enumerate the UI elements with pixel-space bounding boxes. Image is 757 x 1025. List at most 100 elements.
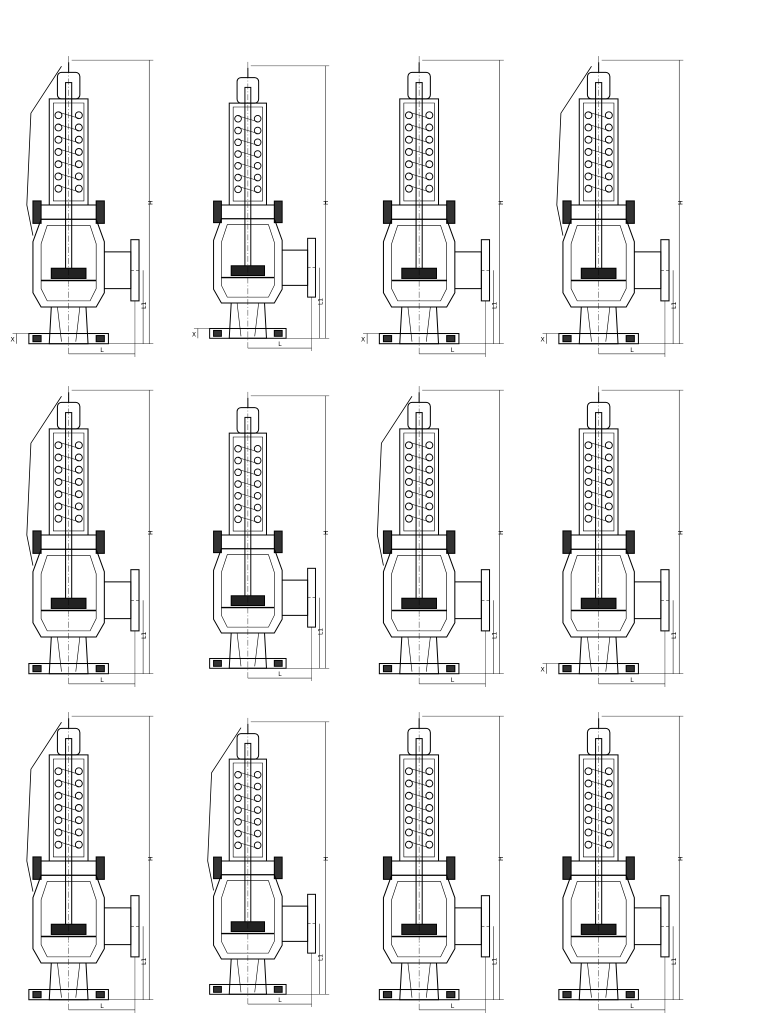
spring-coil-section [234,114,242,123]
label-l1: L1 [318,954,324,961]
label-h: H [147,856,154,861]
spring-coil-section [234,162,242,170]
spring-coil-section [405,135,413,144]
spring-coil-section [425,465,434,474]
spring-coil-section [54,123,63,132]
spring-coil-section [253,185,262,194]
spring-coil-section [234,492,242,500]
label-h: H [324,531,330,535]
outlet-branch [634,251,662,290]
spring-coil-section [253,515,262,524]
spring-coil-section [604,779,613,788]
spring-coil-section [54,453,63,462]
label-l1: L1 [141,958,148,965]
spring-coil-section [584,478,593,486]
spring-coil-section [425,804,434,812]
spring-coil-section [54,184,63,193]
valve-drawing-10: H L1 L [207,717,330,1008]
label-l1: L1 [141,632,148,639]
spring-coil-section [234,150,242,158]
spring-coil-section [584,441,593,450]
spring [54,767,83,849]
label-l: L [630,1003,634,1010]
spring-coil-section [405,490,413,499]
outlet-branch [282,579,309,616]
spring-coil-section [425,453,434,462]
label-l1: L1 [318,298,324,305]
valve-body [32,548,105,638]
spring-coil-section [74,816,83,825]
spring-coil-section [604,490,613,499]
spring-coil-section [584,172,593,181]
spring-coil-section [405,123,413,132]
valve-drawing-8: H L1 L X [541,386,684,687]
spring-coil-section [425,441,434,450]
spring-coil-section [234,503,242,512]
spring-coil-section [584,111,593,120]
valve-body [32,218,105,308]
spring-coil-section [253,114,262,123]
spring-coil-section [584,123,593,132]
spring-coil-section [74,502,83,511]
spring-coil-section [253,818,262,826]
spring-coil-section [405,172,413,181]
label-do: DO [63,285,72,291]
spring-coil-section [584,453,593,462]
spring-coil-section [234,515,242,524]
inlet-flange [209,983,287,995]
spring-coil-section [54,135,63,144]
spring [405,767,434,849]
spring [54,111,83,193]
label-l1: L1 [671,958,678,965]
spring-coil-section [604,172,613,181]
spring-coil-section [604,791,613,800]
spring-coil-section [405,804,413,812]
spring-coil-section [253,806,262,814]
spring-coil-section [54,816,63,825]
spring-coil-section [253,150,262,158]
label-l: L [451,1003,455,1010]
label-h: H [324,857,330,861]
spring-coil-section [253,480,262,488]
spring-coil-section [74,478,83,486]
label-h: H [677,856,684,861]
spring-coil-section [425,779,434,788]
label-x: X [361,337,365,344]
spring-coil-section [604,478,613,486]
spring-coil-section [584,160,593,169]
spring-coil-section [74,828,83,837]
label-l1: L1 [492,302,499,309]
label-h: H [147,530,154,535]
label-h: H [147,200,154,205]
spring-coil-section [425,135,434,144]
valve-drawing-5: H L1 L DO [26,386,154,687]
spring-coil-section [405,465,413,474]
spring-coil-section [425,478,434,486]
spring-coil-section [54,490,63,499]
spring-coil-section [74,453,83,462]
valve-drawing-12: H L1 L [558,712,684,1013]
spring-coil-section [604,441,613,450]
label-l: L [100,677,104,684]
spring-coil-section [425,840,434,849]
spring-coil-section [54,828,63,837]
valve-drawing-4: H L1 L X [541,56,684,357]
spring-coil-section [405,779,413,788]
spring-coil-section [74,804,83,812]
outlet-branch [634,907,662,946]
spring-coil-section [54,441,63,450]
spring-coil-section [74,123,83,132]
label-do: DO [413,941,422,947]
spring-coil-section [405,767,413,776]
spring-coil-section [584,779,593,788]
spring-coil-section [74,441,83,450]
label-h: H [324,201,330,205]
label-l: L [630,677,634,684]
dimension-x [193,328,210,339]
valve-body [562,874,635,964]
spring [584,111,613,193]
spring-coil-section [584,184,593,193]
label-h: H [677,530,684,535]
spring-coil-section [74,840,83,849]
spring-coil-section [234,782,242,791]
